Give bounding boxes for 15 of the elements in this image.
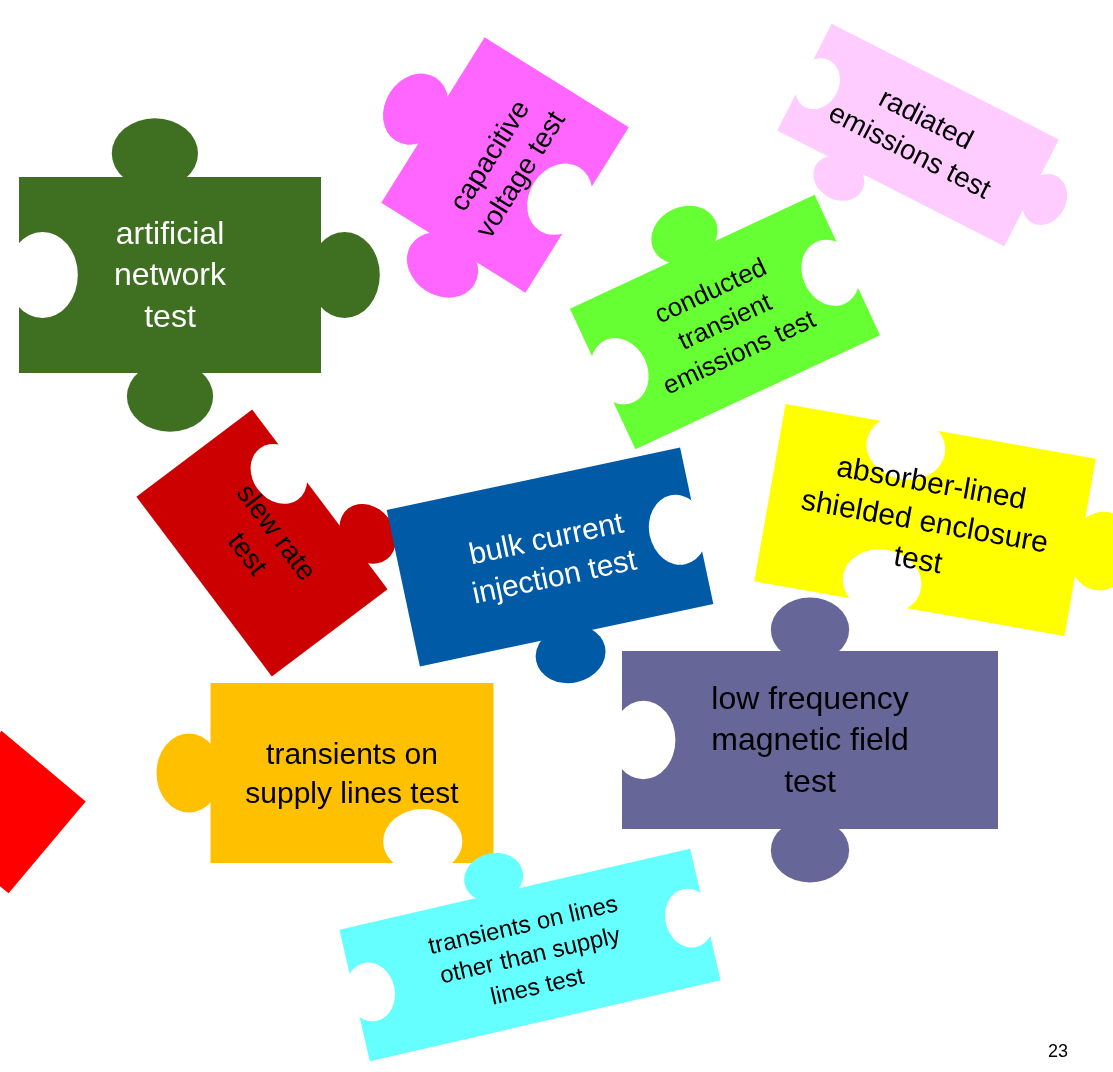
puzzle-piece — [19, 118, 380, 432]
puzzle-piece — [156, 683, 494, 863]
puzzle-piece — [622, 597, 998, 883]
piece-label: artificial network test — [112, 213, 227, 336]
piece-label: transients on lines other than supply lines test — [424, 888, 624, 1012]
puzzle-piece — [136, 409, 396, 677]
puzzle-piece — [777, 23, 1068, 247]
puzzle-piece — [381, 37, 629, 298]
puzzle-piece — [754, 404, 1113, 636]
page-number: 23 — [1047, 1041, 1068, 1061]
puzzle-piece — [386, 447, 714, 684]
piece-label: transients on supply lines test — [244, 736, 460, 811]
piece-label: bulk current injection test — [464, 504, 641, 612]
piece-label: low frequency magnetic field test — [710, 678, 910, 801]
piece-label: absorber-lined shielded enclosure test — [797, 447, 1053, 581]
